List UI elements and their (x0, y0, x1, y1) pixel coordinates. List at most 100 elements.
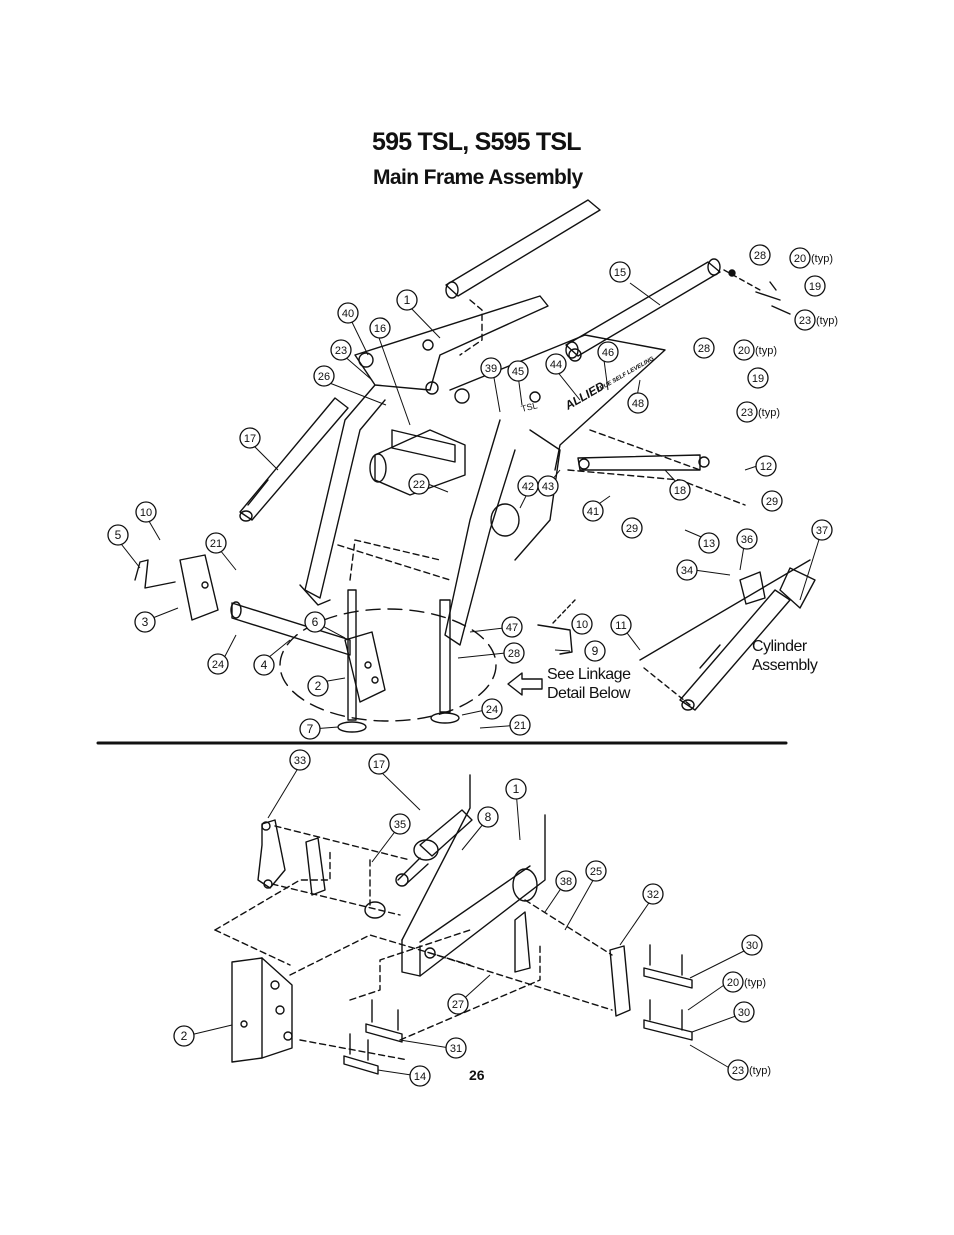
hydraulic-cylinder-left (239, 397, 349, 522)
callout-number: 28 (698, 343, 710, 355)
callout-9: 9 (584, 640, 606, 662)
callout-38: 38 (555, 870, 577, 892)
callout-bubble (107, 524, 129, 546)
callout-10: 10 (571, 613, 593, 635)
callout-39: 39 (480, 357, 502, 379)
callout-number: 33 (294, 755, 306, 767)
lower-mount-plate-left (134, 554, 219, 621)
callout-21: 21 (205, 532, 227, 554)
linkage-detail-circle (279, 608, 497, 722)
callout-bubble (481, 698, 503, 720)
callout-10: 10 (135, 501, 157, 523)
callout-bubble (755, 455, 777, 477)
callout-number: 37 (816, 525, 828, 537)
detail-mount-plate (231, 957, 293, 1063)
callout-bubble (134, 611, 156, 633)
callout-typ-label: (typ) (749, 1065, 771, 1077)
callout-18: 18 (669, 479, 691, 501)
callout-1: 1 (505, 778, 527, 800)
callout-30: 30 (733, 1001, 755, 1023)
callout-bubble (307, 675, 329, 697)
callout-number: 39 (485, 363, 497, 375)
callout-bubble (408, 473, 430, 495)
callout-number: 36 (741, 534, 753, 546)
callout-bubble (477, 806, 499, 828)
callout-bubble (571, 613, 593, 635)
callout-bubble (727, 1059, 749, 1081)
callout-bubble (173, 1025, 195, 1047)
callout-bubble (369, 317, 391, 339)
callout-bubble (642, 883, 664, 905)
callout-number: 24 (486, 704, 498, 716)
callout-bubble (733, 339, 755, 361)
callout-number: 23 (799, 315, 811, 327)
callout-number: 2 (315, 679, 322, 693)
callout-14: 14 (409, 1065, 431, 1087)
callout-number: 40 (342, 308, 354, 320)
callout-typ-label: (typ) (816, 315, 838, 327)
callout-19: 19 (747, 367, 769, 389)
callout-number: 1 (404, 293, 411, 307)
callout-bubble (597, 341, 619, 363)
callout-bubble (447, 993, 469, 1015)
callout-21: 21 (509, 714, 531, 736)
callout-3: 3 (134, 611, 156, 633)
cylinder-assembly (639, 559, 816, 711)
callout-17: 17 (368, 753, 390, 775)
callout-36: 36 (736, 528, 758, 550)
callout-bubble (389, 813, 411, 835)
callout-bubble (507, 360, 529, 382)
cylinder-assembly-note: Cylinder Assembly (752, 637, 818, 675)
callout-bubble (135, 501, 157, 523)
callout-bubble (733, 1001, 755, 1023)
detail-link-plate-left (257, 819, 326, 896)
callout-44: 44 (545, 353, 567, 375)
callout-number: 2 (181, 1029, 188, 1043)
callout-number: 11 (615, 620, 626, 632)
arrow-left-icon (507, 672, 543, 696)
callout-bubble (537, 475, 559, 497)
callout-number: 41 (587, 506, 599, 518)
callout-20: 20(typ) (733, 339, 777, 361)
callout-48: 48 (627, 392, 649, 414)
callout-bubble (621, 517, 643, 539)
callout-23: 23(typ) (727, 1059, 771, 1081)
callout-19: 19 (804, 275, 826, 297)
callout-2: 2 (173, 1025, 195, 1047)
callout-41: 41 (582, 500, 604, 522)
callout-number: 8 (485, 810, 492, 824)
callout-number: 17 (244, 433, 256, 445)
callout-bubble (503, 642, 525, 664)
callout-bubble (811, 519, 833, 541)
lower-mount-plate-center (344, 631, 386, 703)
callout-number: 10 (576, 619, 588, 631)
callout-23: 23 (330, 339, 352, 361)
callout-number: 45 (512, 366, 524, 378)
stand-leg-right (430, 599, 460, 724)
callout-number: 29 (766, 496, 778, 508)
right-frame-arm (444, 334, 666, 646)
callout-number: 16 (374, 323, 386, 335)
callout-number: 23 (335, 345, 347, 357)
callout-number: 18 (674, 485, 686, 497)
callout-bubble (205, 532, 227, 554)
callout-20: 20(typ) (789, 247, 833, 269)
callout-bubble (330, 339, 352, 361)
callout-24: 24 (207, 653, 229, 675)
page-number: 26 (469, 1067, 485, 1083)
page-title: 595 TSL, S595 TSL (372, 128, 582, 156)
linkage-detail-note-line1: See Linkage (547, 666, 631, 683)
callout-bubble (610, 614, 632, 636)
callout-43: 43 (537, 475, 559, 497)
callout-37: 37 (811, 519, 833, 541)
callout-number: 42 (522, 481, 534, 493)
callout-bubble (555, 870, 577, 892)
callout-number: 47 (506, 622, 518, 634)
callout-bubble (253, 654, 275, 676)
callout-5: 5 (107, 524, 129, 546)
detail-frame-arm (401, 774, 546, 977)
callout-8: 8 (477, 806, 499, 828)
callout-bubble (304, 611, 326, 633)
callout-number: 3 (142, 615, 149, 629)
callout-number: 48 (632, 398, 644, 410)
